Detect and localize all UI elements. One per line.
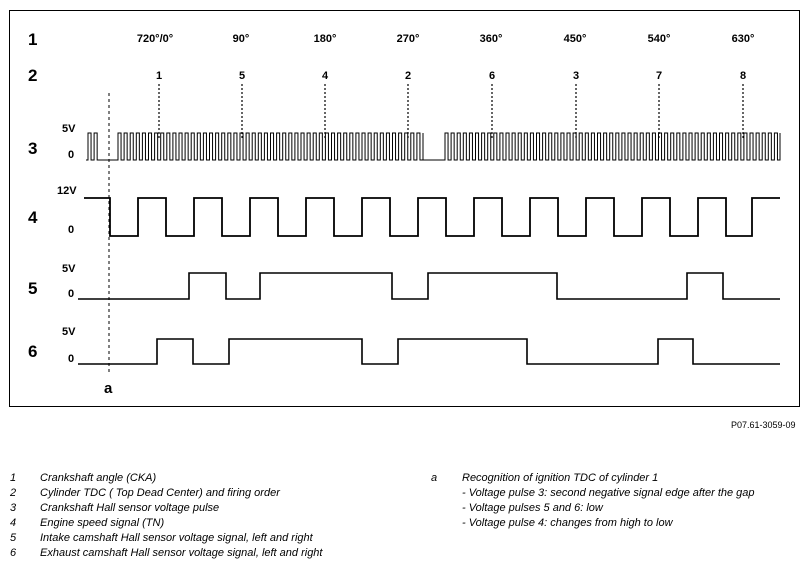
firing-order-label: 8	[740, 70, 746, 82]
crank-angle-label: 180°	[314, 33, 337, 45]
legend-item: - Voltage pulse 4: changes from high to …	[462, 517, 673, 529]
crank-angle-label: 630°	[732, 33, 755, 45]
row-number-2: 2	[28, 66, 37, 85]
marker-a-label: a	[104, 380, 113, 397]
row5-low-label: 0	[68, 288, 74, 300]
row4-low-label: 0	[68, 224, 74, 236]
firing-order-label: 7	[656, 70, 662, 82]
exhaust-camshaft-signal	[78, 338, 780, 365]
row6-high-label: 5V	[62, 326, 76, 338]
tdc-markers	[158, 84, 744, 140]
legend-item: - Voltage pulse 3: second negative signa…	[462, 487, 755, 499]
firing-order-label: 4	[322, 70, 329, 82]
engine-speed-signal	[84, 197, 780, 237]
timing-diagram: 1 2 3 4 5 6 720°/0° 90° 180° 270° 360° 4…	[28, 30, 781, 397]
crank-angle-label: 90°	[233, 33, 250, 45]
crank-angle-label: 450°	[564, 33, 587, 45]
crankshaft-hall-signal	[86, 132, 781, 161]
row5-high-label: 5V	[62, 263, 76, 275]
firing-order-label: 3	[573, 70, 579, 82]
row3-low-label: 0	[68, 149, 74, 161]
row4-high-label: 12V	[57, 185, 77, 197]
diagram-frame	[9, 10, 800, 407]
row-number-6: 6	[28, 342, 37, 361]
crank-angle-label: 360°	[480, 33, 503, 45]
row-number-5: 5	[28, 279, 37, 298]
legend-item: - Voltage pulses 5 and 6: low	[462, 502, 603, 514]
firing-order-label: 6	[489, 70, 495, 82]
figure-reference: P07.61-3059-09	[731, 420, 796, 430]
firing-order-label: 2	[405, 70, 411, 82]
crank-angle-label: 720°/0°	[137, 33, 173, 45]
row-number-4: 4	[28, 208, 38, 227]
crank-angle-label: 270°	[397, 33, 420, 45]
row6-low-label: 0	[68, 353, 74, 365]
firing-order-label: 5	[239, 70, 245, 82]
row3-high-label: 5V	[62, 123, 76, 135]
crank-angle-label: 540°	[648, 33, 671, 45]
row-number-1: 1	[28, 30, 37, 49]
row-number-3: 3	[28, 139, 37, 158]
firing-order-label: 1	[156, 70, 162, 82]
intake-camshaft-signal	[78, 272, 780, 300]
